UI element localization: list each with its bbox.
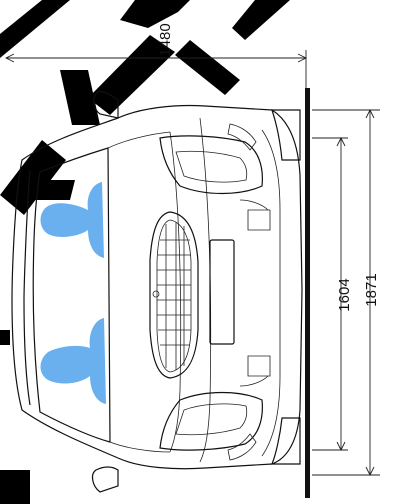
dimension-height: 1480 (4, 23, 308, 92)
dimension-width-label: 1871 (363, 273, 380, 306)
dimension-track: 1604 (312, 136, 353, 452)
dimension-width: 1871 (312, 108, 380, 477)
car-body (11, 91, 303, 493)
ground-line (305, 88, 310, 498)
license-plate (209, 239, 235, 345)
headlight-top (159, 135, 263, 195)
watermark (0, 0, 290, 504)
headlight-bottom (159, 391, 263, 451)
tire-top (271, 109, 301, 161)
dimension-height-label: 1480 (157, 23, 174, 56)
driver-silhouette (40, 182, 104, 258)
dimension-track-label: 1604 (336, 278, 353, 311)
passenger-silhouette (40, 318, 106, 404)
tire-bottom (271, 417, 301, 465)
badge-icon (152, 290, 160, 298)
grille-slats (157, 222, 191, 370)
